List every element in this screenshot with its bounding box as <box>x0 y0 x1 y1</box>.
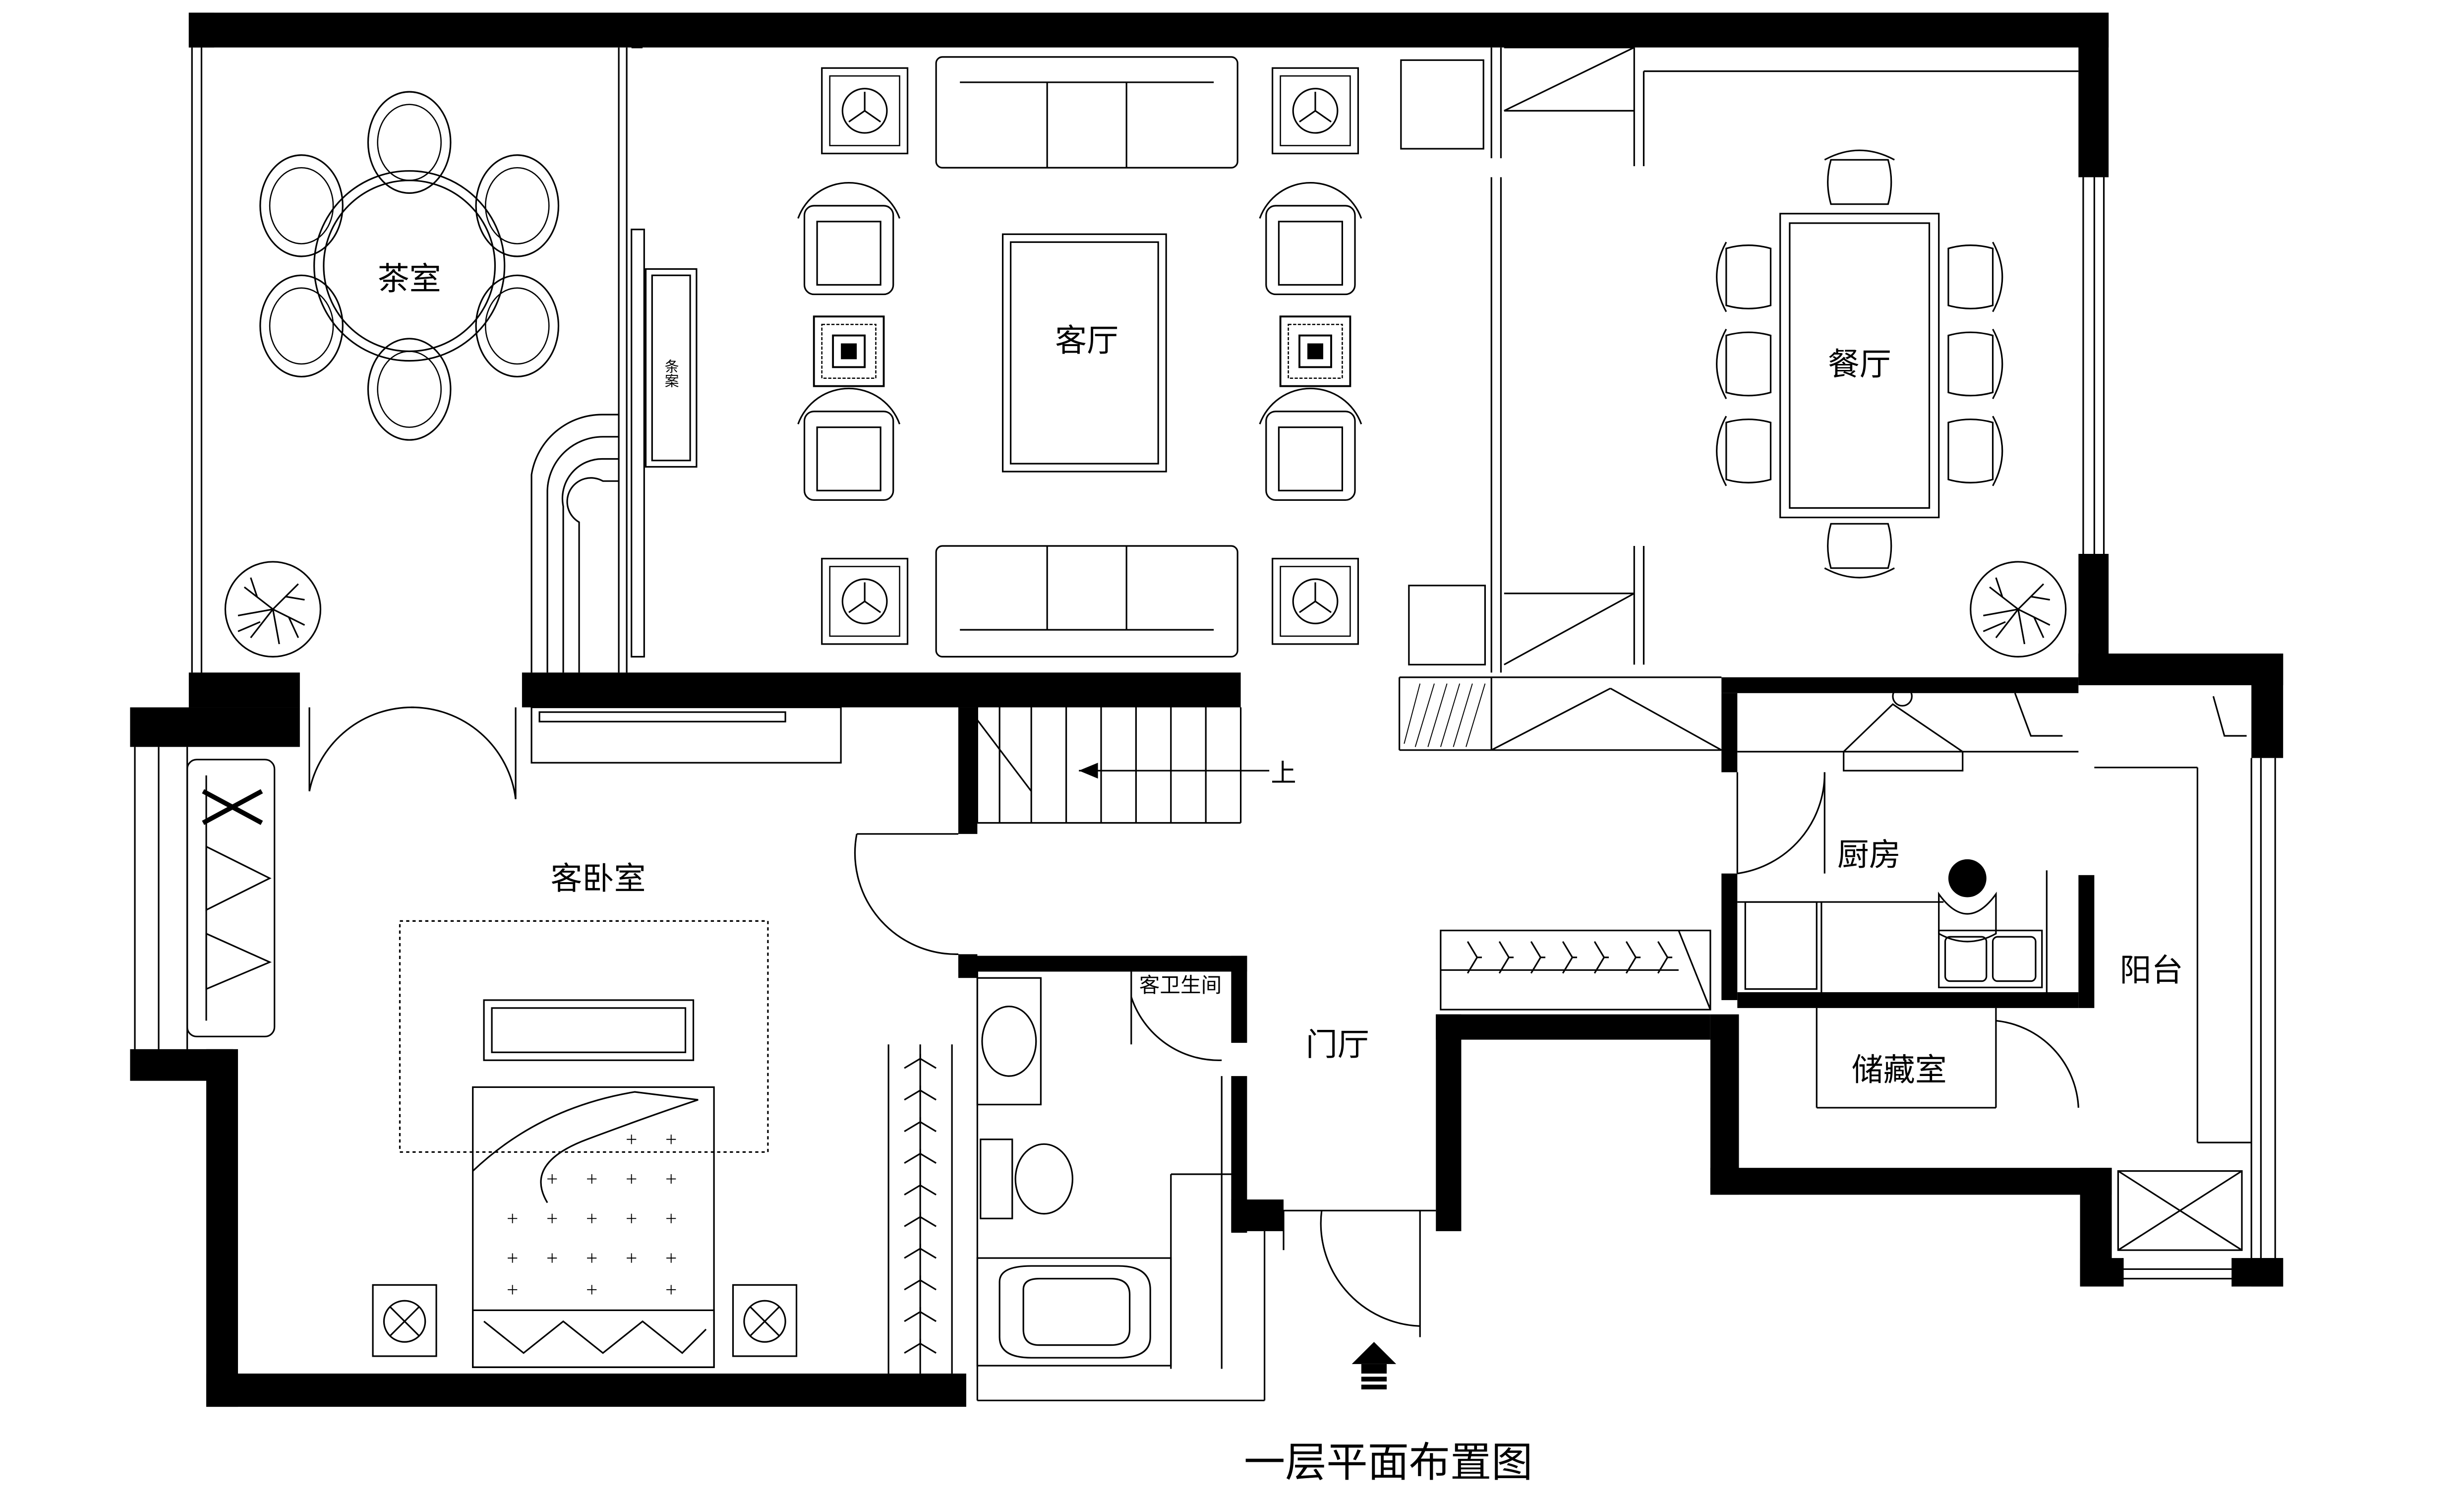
tea-chair <box>259 154 344 257</box>
tea-chair <box>259 274 344 378</box>
armchair <box>797 181 901 296</box>
room-label-kitchen: 厨房 <box>1837 837 1901 874</box>
armchair <box>797 387 901 501</box>
hatched-cabinet <box>1404 683 1486 747</box>
lamp-table-icon <box>1272 557 1359 645</box>
entrance-arrow-icon <box>1351 1342 1397 1389</box>
dining-chair <box>1947 241 2003 313</box>
plant-icon <box>1970 561 2067 658</box>
thin-lines <box>134 47 2276 1401</box>
armchair <box>1259 181 1362 296</box>
dining-chair <box>1947 328 2003 400</box>
dining-table <box>1779 213 1940 519</box>
tea-chair <box>475 154 560 257</box>
dining-chair <box>1947 415 2003 487</box>
bed-pattern <box>508 1135 676 1295</box>
dining-chair <box>1716 415 1772 487</box>
room-label-guest-bedroom: 客卧室 <box>551 861 646 898</box>
room-label-dining-room: 餐厅 <box>1828 346 1891 383</box>
plant-icon <box>224 561 322 658</box>
room-label-living-room: 客厅 <box>1055 323 1118 359</box>
decor-box <box>1279 315 1351 387</box>
bathroom-fixtures <box>976 977 1172 1367</box>
armchair <box>1259 387 1362 501</box>
dining-chair <box>1823 149 1895 205</box>
dining-chair <box>1716 241 1772 313</box>
tea-chair <box>367 338 452 441</box>
tea-chair <box>475 274 560 378</box>
room-label-tea-room: 茶室 <box>378 261 441 298</box>
stair-up-label: 上 <box>1271 759 1296 788</box>
stair-direction-arrow-icon <box>1079 763 1098 779</box>
dining-chair <box>1716 328 1772 400</box>
tea-chair <box>367 91 452 194</box>
lamp-table-icon <box>821 557 909 645</box>
decor-box <box>813 315 885 387</box>
room-label-balcony: 阳台 <box>2120 953 2183 989</box>
lamp-table-icon <box>1272 67 1359 155</box>
bedroom-furniture <box>186 759 953 1374</box>
lamp-table-icon <box>821 67 909 155</box>
foyer-hangers <box>1467 941 1673 974</box>
plan-title: 一层平面布置图 <box>1244 1438 1532 1487</box>
console-table-label: 条案 <box>663 359 680 387</box>
person-figure <box>1938 859 1997 943</box>
room-label-guest-bathroom: 客卫生间 <box>1139 973 1222 997</box>
room-label-foyer: 门厅 <box>1306 1027 1369 1064</box>
walls <box>130 12 2284 1407</box>
dining-chair <box>1823 523 1895 579</box>
living-room-furniture <box>935 56 1486 665</box>
room-label-storage-room: 储藏室 <box>1852 1052 1947 1089</box>
